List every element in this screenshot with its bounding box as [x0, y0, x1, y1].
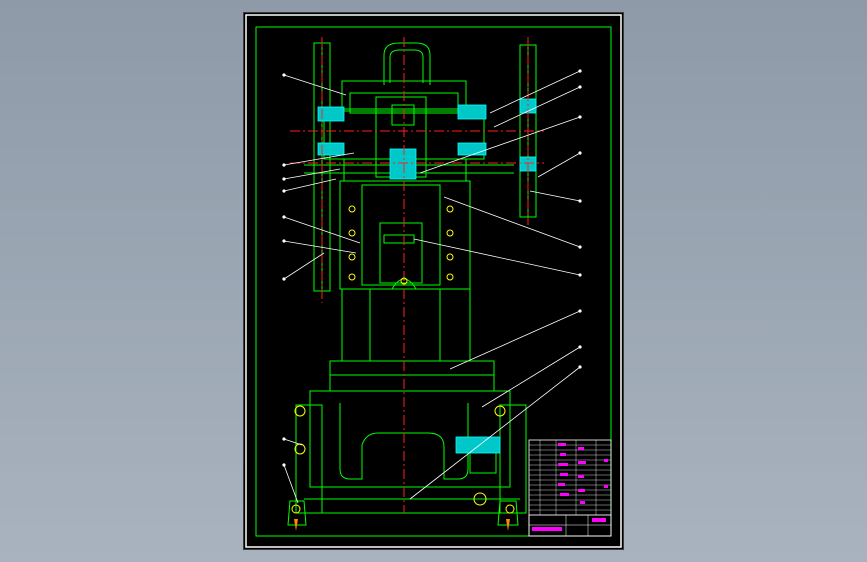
title-block-main	[528, 514, 612, 537]
base-opening	[339, 403, 469, 480]
leader-lines	[282, 69, 582, 504]
leader	[283, 216, 361, 244]
hatch-center	[389, 148, 417, 180]
inner-border	[255, 26, 612, 537]
leader	[283, 438, 303, 446]
lifting-eye-inner	[389, 49, 424, 83]
bolt-icon	[348, 273, 356, 281]
parts-list-entries	[558, 443, 608, 504]
fasteners	[291, 205, 515, 514]
leader	[489, 70, 581, 114]
nut-icon	[473, 492, 487, 506]
hook-icon	[506, 519, 510, 531]
drawing-number-mark	[592, 518, 606, 522]
bolt-icon	[400, 277, 408, 285]
leader	[537, 152, 581, 178]
leader	[283, 240, 357, 254]
bolt-icon	[348, 253, 356, 261]
leader	[481, 346, 581, 408]
anchor-icon	[505, 504, 515, 514]
leader	[283, 168, 341, 180]
leader	[409, 366, 581, 500]
title-block	[528, 439, 612, 537]
leader	[283, 252, 325, 280]
hatch-right-top	[457, 104, 487, 120]
leader	[283, 464, 299, 504]
bolt-icon	[446, 253, 454, 261]
drawing-sheet	[244, 13, 623, 549]
left-foot	[287, 500, 307, 526]
center-lines	[290, 37, 544, 513]
bolt-icon	[348, 229, 356, 237]
base-left-leg	[295, 404, 323, 514]
leader	[283, 152, 355, 166]
leader	[493, 86, 581, 128]
nut-icon	[494, 405, 506, 417]
frame-neck	[341, 288, 471, 362]
parts-list-grid	[529, 440, 611, 516]
mechanical-drawing	[245, 14, 622, 548]
anchor-icon	[291, 504, 301, 514]
anchor-hooks	[294, 519, 510, 531]
hatch-left-top	[317, 106, 345, 122]
hatch-left-bottom	[317, 142, 345, 156]
base-frame	[309, 390, 511, 488]
nut-icon	[294, 405, 306, 417]
leader	[283, 178, 337, 192]
hatch-sections	[317, 98, 537, 454]
slide-guide	[361, 184, 441, 286]
leader	[449, 310, 581, 370]
leader	[283, 74, 347, 96]
outer-border	[245, 14, 622, 548]
hatch-hinge	[455, 436, 501, 454]
bearing-box	[391, 104, 415, 126]
leader	[419, 116, 581, 174]
bolt-icon	[446, 273, 454, 281]
bolt-icon	[446, 205, 454, 213]
hatch-right-bottom	[457, 142, 487, 156]
bolster-plate	[329, 360, 495, 392]
bolt-icon	[446, 229, 454, 237]
title-text-mark	[532, 527, 562, 531]
ram	[379, 222, 423, 284]
leader	[529, 190, 581, 202]
right-foot	[497, 500, 519, 526]
lifting-eye	[383, 42, 431, 85]
base-right-leg	[499, 404, 527, 514]
leader	[413, 238, 581, 276]
hook-icon	[294, 519, 298, 531]
leader	[443, 196, 581, 248]
bolt-icon	[348, 205, 356, 213]
ram-slot	[383, 234, 415, 244]
